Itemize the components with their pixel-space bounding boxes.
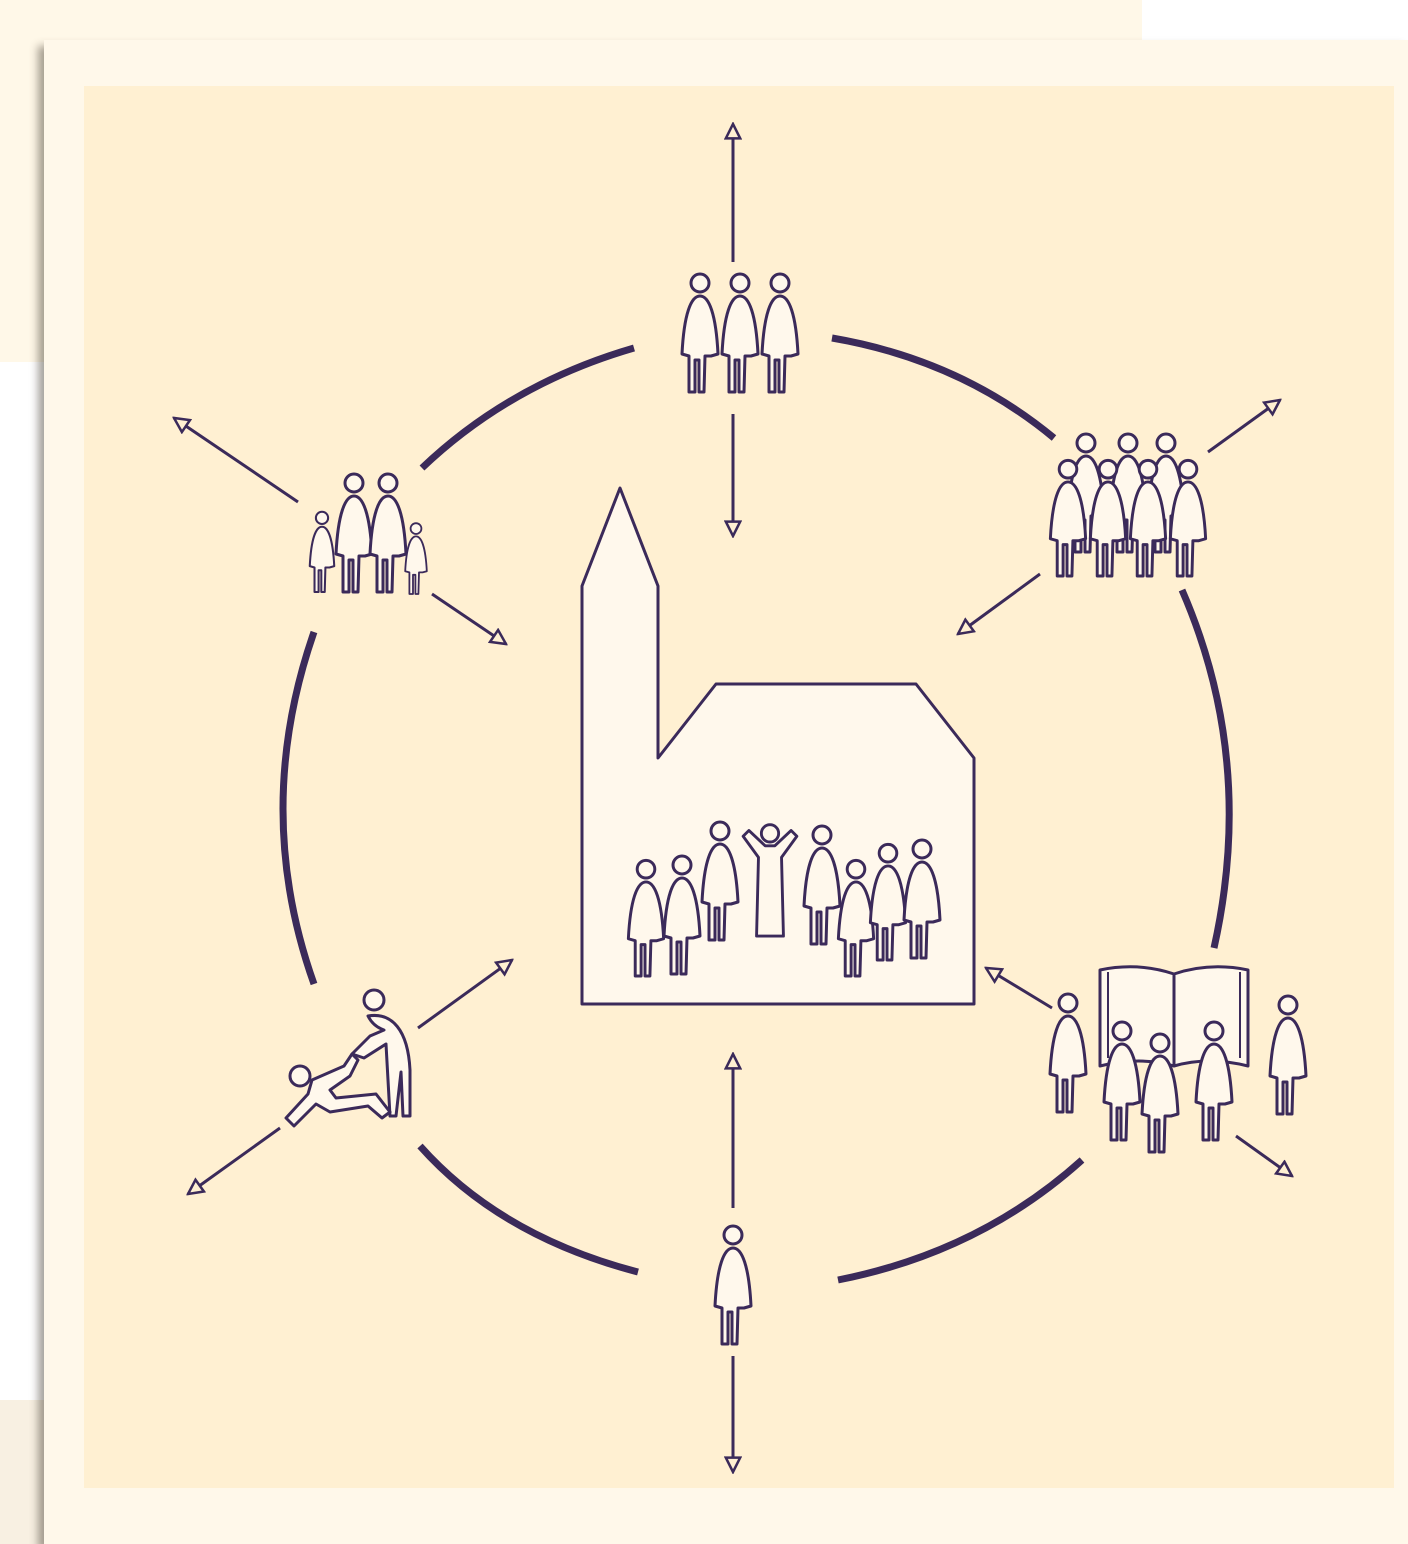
crowd-icon (1048, 432, 1208, 578)
three-people-icon (680, 272, 800, 394)
arrow-topright-out (1207, 400, 1280, 454)
circle-arcs (279, 334, 1233, 1284)
helping-hand-icon (284, 988, 412, 1128)
arc-right (1178, 588, 1233, 949)
arc-left (279, 630, 318, 986)
arrow-topleft-out (174, 418, 299, 504)
arrow-bottomleft-in (417, 960, 512, 1030)
arrows (174, 124, 1292, 1472)
arrow-bottomleft-out (188, 1126, 281, 1194)
arrow-topleft-in (431, 592, 506, 644)
arrow-bottomright-out (1235, 1134, 1292, 1176)
church-with-congregation-icon (580, 486, 976, 1006)
arc-top-left (419, 344, 635, 471)
arrow-topright-in (958, 572, 1041, 634)
arc-top-right (831, 334, 1057, 441)
family-icon (308, 472, 428, 595)
arc-bottom-left (417, 1143, 639, 1276)
single-person-icon (713, 1224, 753, 1346)
arc-bottom-right (837, 1157, 1085, 1284)
open-book-group-icon (1048, 965, 1308, 1154)
arrow-bottomright-in (986, 968, 1053, 1010)
